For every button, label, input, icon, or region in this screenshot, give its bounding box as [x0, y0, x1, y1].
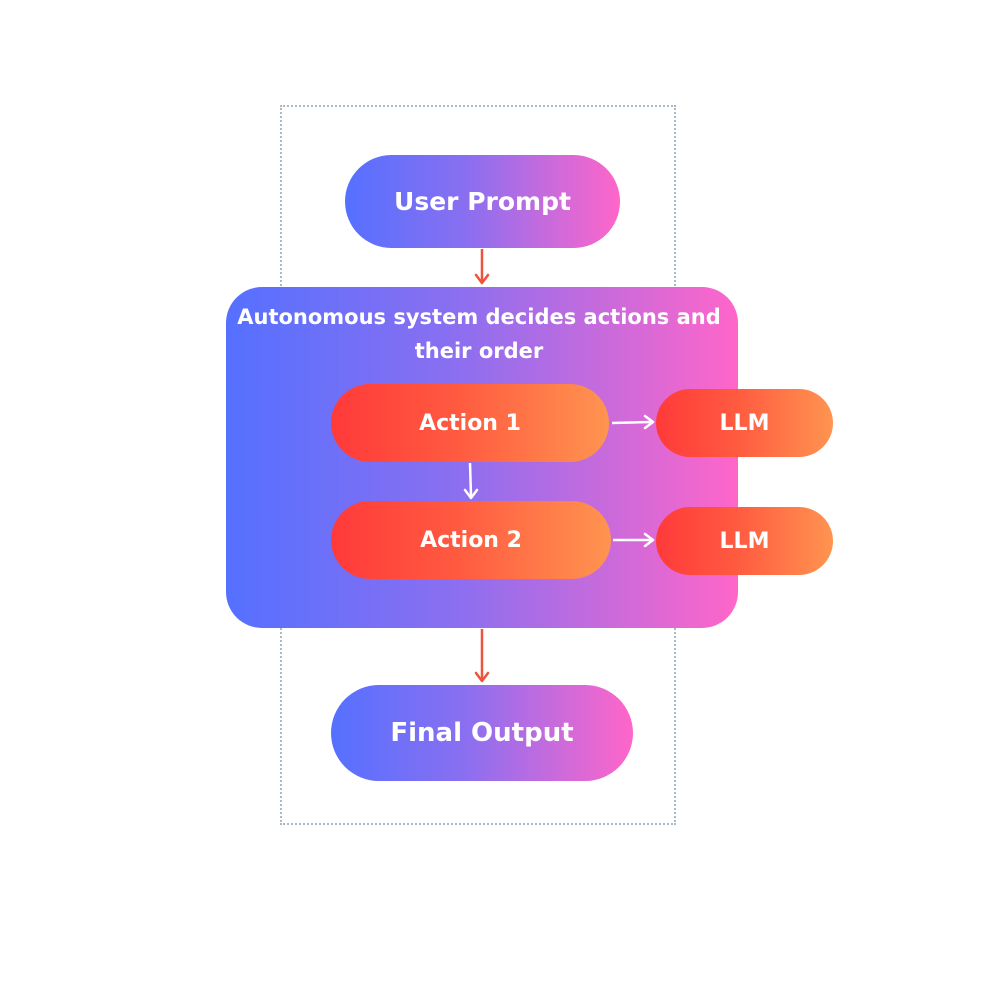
- user-prompt-node: User Prompt: [345, 155, 620, 248]
- action-1-label: Action 1: [419, 410, 521, 436]
- user-prompt-label: User Prompt: [394, 187, 571, 216]
- action-1-node: Action 1: [331, 384, 609, 462]
- llm-1-node: LLM: [656, 389, 833, 457]
- final-output-node: Final Output: [331, 685, 633, 781]
- llm-1-label: LLM: [719, 410, 770, 436]
- llm-2-node: LLM: [656, 507, 833, 575]
- action-2-label: Action 2: [420, 527, 522, 553]
- autonomous-system-title: Autonomous system decides actions and th…: [237, 305, 721, 363]
- action-2-node: Action 2: [331, 501, 611, 579]
- llm-2-label: LLM: [719, 528, 770, 554]
- final-output-label: Final Output: [390, 718, 574, 748]
